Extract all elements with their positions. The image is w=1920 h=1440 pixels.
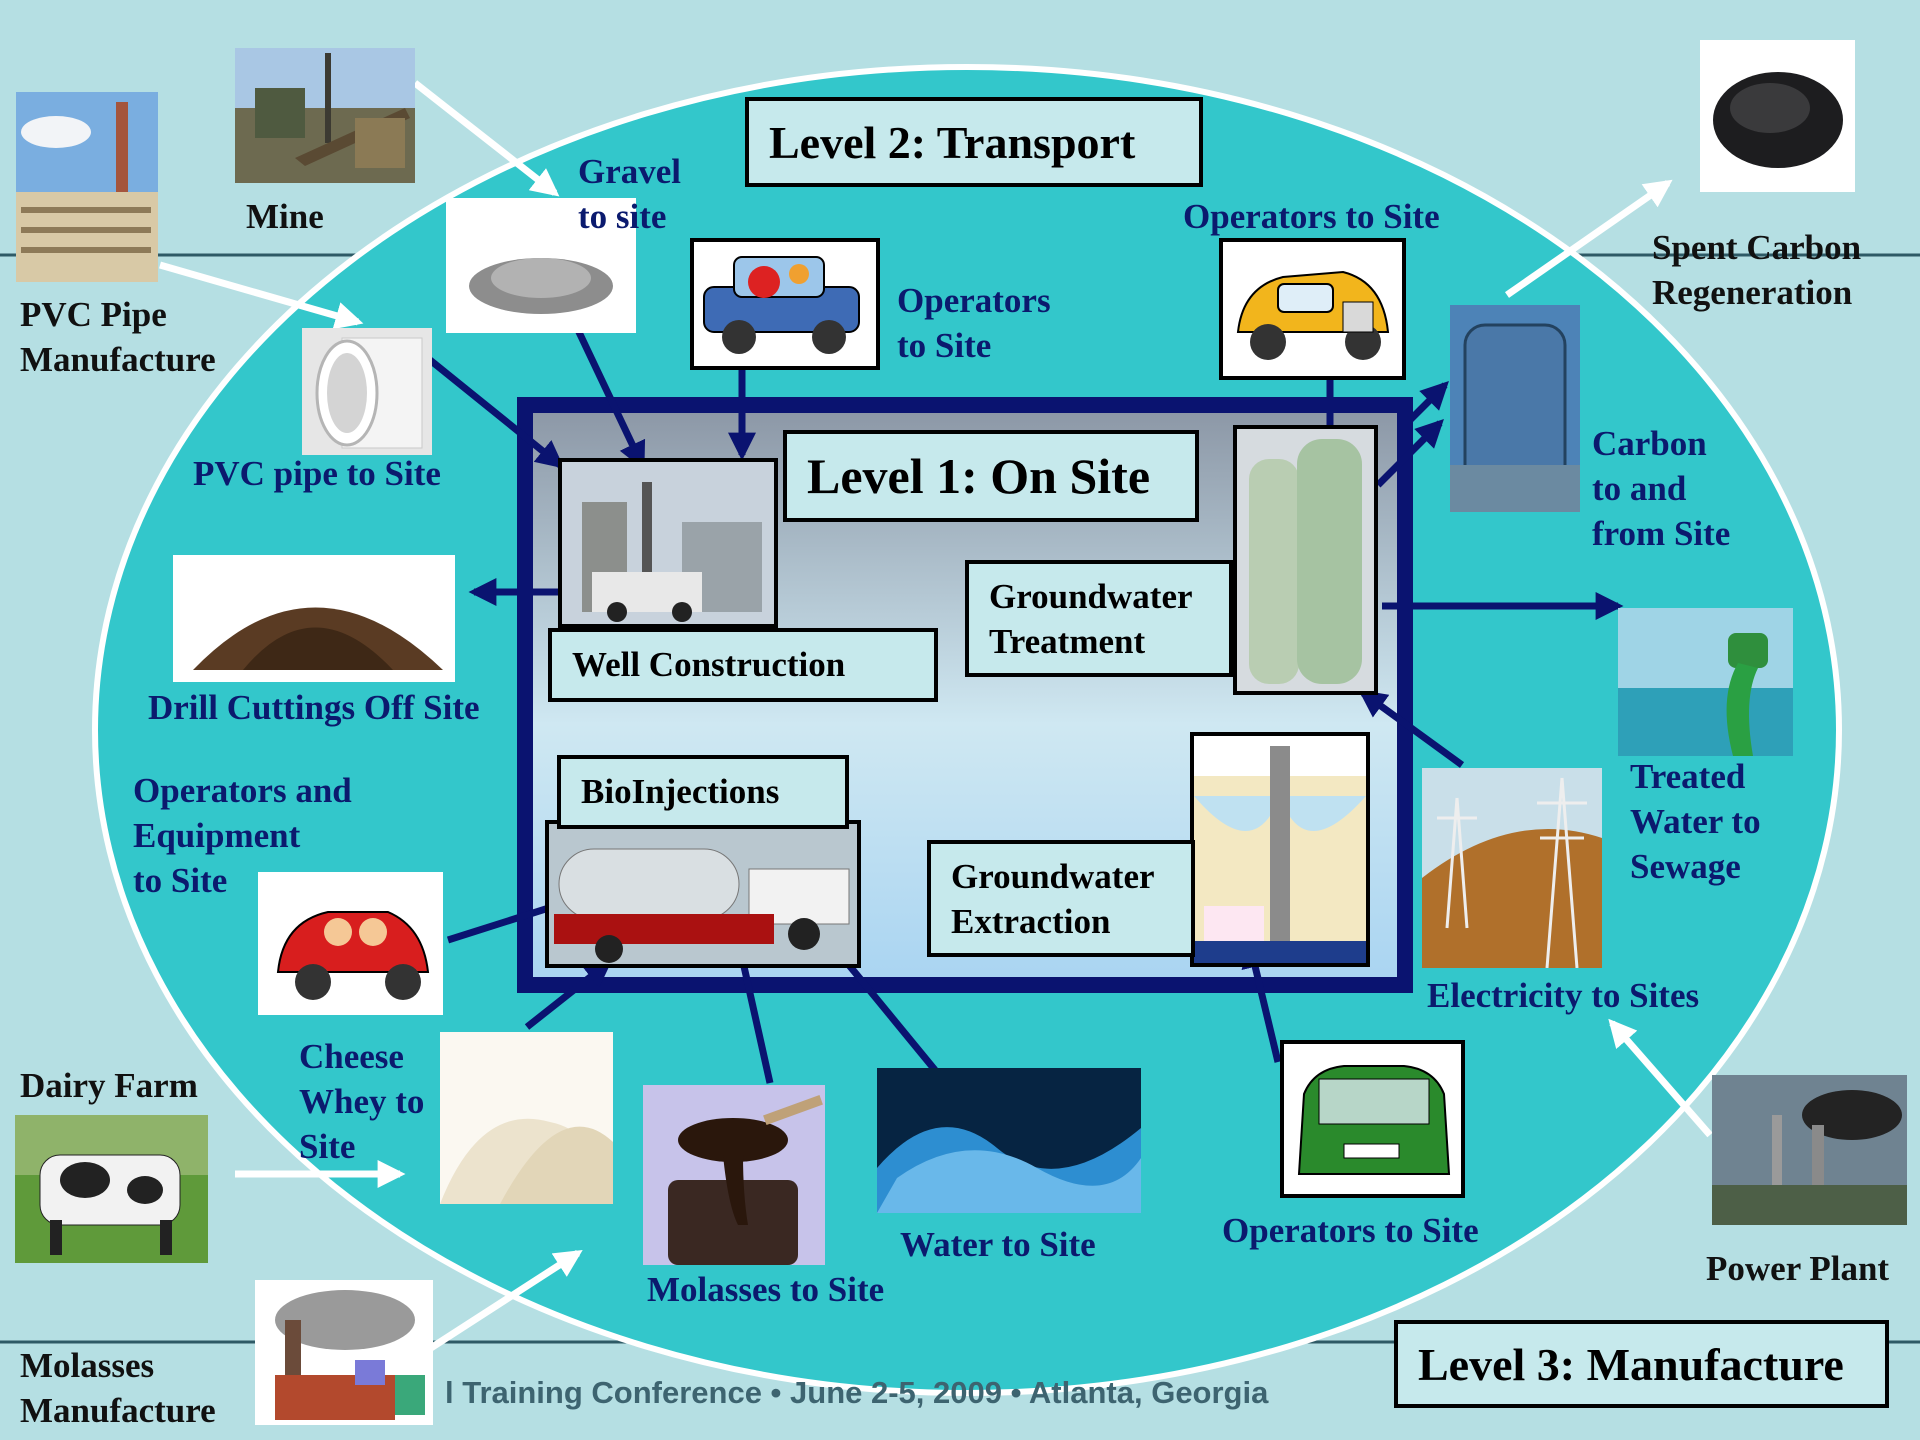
power-plant-photo (1712, 1075, 1907, 1225)
level3-title: Level 3: Manufacture (1418, 1338, 1844, 1390)
pvc-factory-photo (16, 92, 158, 282)
drill-cuttings-label: Drill Cuttings Off Site (148, 688, 480, 727)
bioinjections-box: BioInjections (557, 755, 849, 829)
well-construction-photo (558, 458, 778, 628)
power-plant-label: Power Plant (1706, 1249, 1890, 1288)
molasses-photo (643, 1085, 825, 1265)
molasses-manufacture-label: Molasses Manufacture (20, 1346, 216, 1430)
bioinjection-tanker-photo (545, 820, 861, 968)
molasses-factory-cartoon (255, 1280, 433, 1425)
groundwater-extraction-box: Groundwater Extraction (927, 840, 1195, 957)
mine-photo (235, 48, 415, 183)
arrow-gravel-to-site (574, 328, 646, 471)
pvc-manufacture-label: PVC Pipe Manufacture (20, 295, 216, 379)
groundwater-treatment-box: Groundwater Treatment (965, 560, 1233, 677)
level3-title-box: Level 3: Manufacture (1394, 1320, 1889, 1408)
water-label: Water to Site (900, 1225, 1096, 1264)
carbon-label: Carbon to and from Site (1592, 424, 1731, 553)
mine-label: Mine (246, 197, 324, 236)
arrow-spent-carbon (1505, 179, 1673, 298)
electricity-label: Electricity to Sites (1427, 976, 1700, 1015)
spent-carbon-label: Spent Carbon Regeneration (1652, 228, 1862, 312)
operators-truck-label: Operators to Site (897, 281, 1051, 365)
cheese-whey-label: Cheese Whey to Site (299, 1037, 425, 1166)
activated-carbon-photo (1700, 40, 1855, 192)
groundwater-extraction-label: Groundwater Extraction (951, 856, 1155, 941)
operators-truck-cartoon (690, 238, 880, 370)
power-lines-photo (1422, 768, 1602, 968)
treated-water-label: Treated Water to Sewage (1630, 757, 1761, 886)
drill-cuttings-photo (173, 555, 455, 682)
cheese-whey-photo (440, 1032, 613, 1204)
carbon-vessel-photo (1450, 305, 1580, 512)
level2-title-box: Level 2: Transport (745, 97, 1203, 187)
gravel-label: Gravel to site (578, 152, 682, 236)
pvc-pipe-photo (302, 328, 432, 455)
well-construction-box: Well Construction (548, 628, 938, 702)
operators-green-car-photo (1280, 1040, 1465, 1198)
level1-title: Level 1: On Site (807, 448, 1151, 504)
pvc-pipe-label: PVC pipe to Site (193, 454, 441, 493)
groundwater-treatment-label: Groundwater Treatment (989, 576, 1193, 661)
well-construction-label: Well Construction (572, 645, 846, 684)
treatment-tanks-photo (1233, 425, 1378, 695)
arrow-molasses-manufacture (418, 1249, 583, 1358)
level2-title: Level 2: Transport (769, 116, 1136, 168)
molasses-label: Molasses to Site (647, 1270, 885, 1309)
arrow-pvc-to-site (427, 357, 565, 469)
arrow-cheese-whey (524, 959, 613, 1030)
level1-title-box: Level 1: On Site (783, 430, 1199, 522)
gravel-photo (446, 198, 636, 333)
arrow-mine-gravel (412, 80, 560, 197)
dairy-farm-label: Dairy Farm (20, 1066, 198, 1105)
arrow-power-plant (1608, 1018, 1713, 1138)
operators-equipment-label: Operators and Equipment to Site (133, 771, 352, 900)
arrow-carbon-out (1375, 419, 1444, 488)
operators-taxi-cartoon (1219, 238, 1406, 380)
dairy-cow-photo (15, 1115, 208, 1263)
operators-red-car-cartoon (258, 872, 443, 1015)
operators-green-car-label: Operators to Site (1222, 1211, 1479, 1250)
operators-taxi-label: Operators to Site (1183, 197, 1440, 236)
arrow-electricity (1358, 689, 1465, 768)
bioinjections-label: BioInjections (581, 772, 780, 811)
extraction-well-schematic (1190, 732, 1370, 967)
arrow-carbon-in (1397, 381, 1449, 433)
footer-text: l Training Conference • June 2-5, 2009 •… (445, 1375, 1269, 1410)
treated-water-photo (1618, 608, 1793, 756)
arrow-pvc-manufacture (159, 261, 364, 330)
water-splash-photo (877, 1068, 1141, 1213)
